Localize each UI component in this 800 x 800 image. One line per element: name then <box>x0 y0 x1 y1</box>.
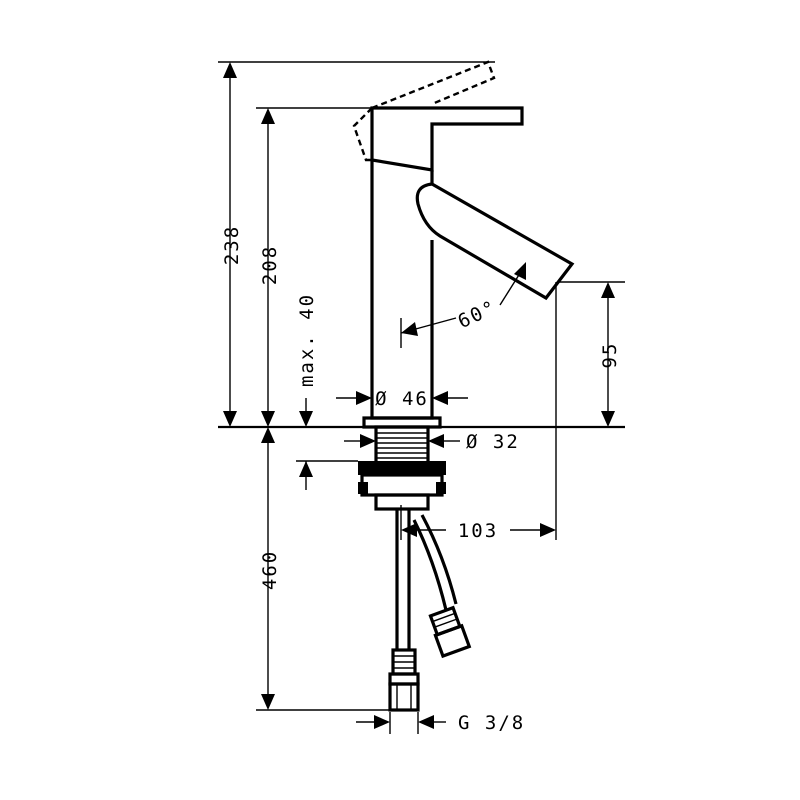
dim-body-diameter: Ø 46 <box>375 388 429 410</box>
dim-connection-thread: G 3/8 <box>458 712 525 734</box>
dimension-labels: 238 208 max. 40 95 460 60° Ø 46 Ø 32 103… <box>221 225 621 734</box>
dim-spout-angle: 60° <box>455 296 501 333</box>
dim-overall-height: 238 <box>221 225 243 265</box>
dim-spout-reach: 103 <box>458 520 498 542</box>
dim-shank-diameter: Ø 32 <box>466 431 520 453</box>
dim-max-deck-thickness: max. 40 <box>296 293 318 387</box>
dim-spout-height: 95 <box>599 342 621 369</box>
extension-lines <box>218 61 625 711</box>
dim-body-height: 208 <box>259 245 281 285</box>
mounting-assembly <box>358 425 472 712</box>
faucet-body <box>352 60 575 429</box>
dim-hose-length: 460 <box>259 550 281 590</box>
dimension-lines <box>223 62 615 734</box>
